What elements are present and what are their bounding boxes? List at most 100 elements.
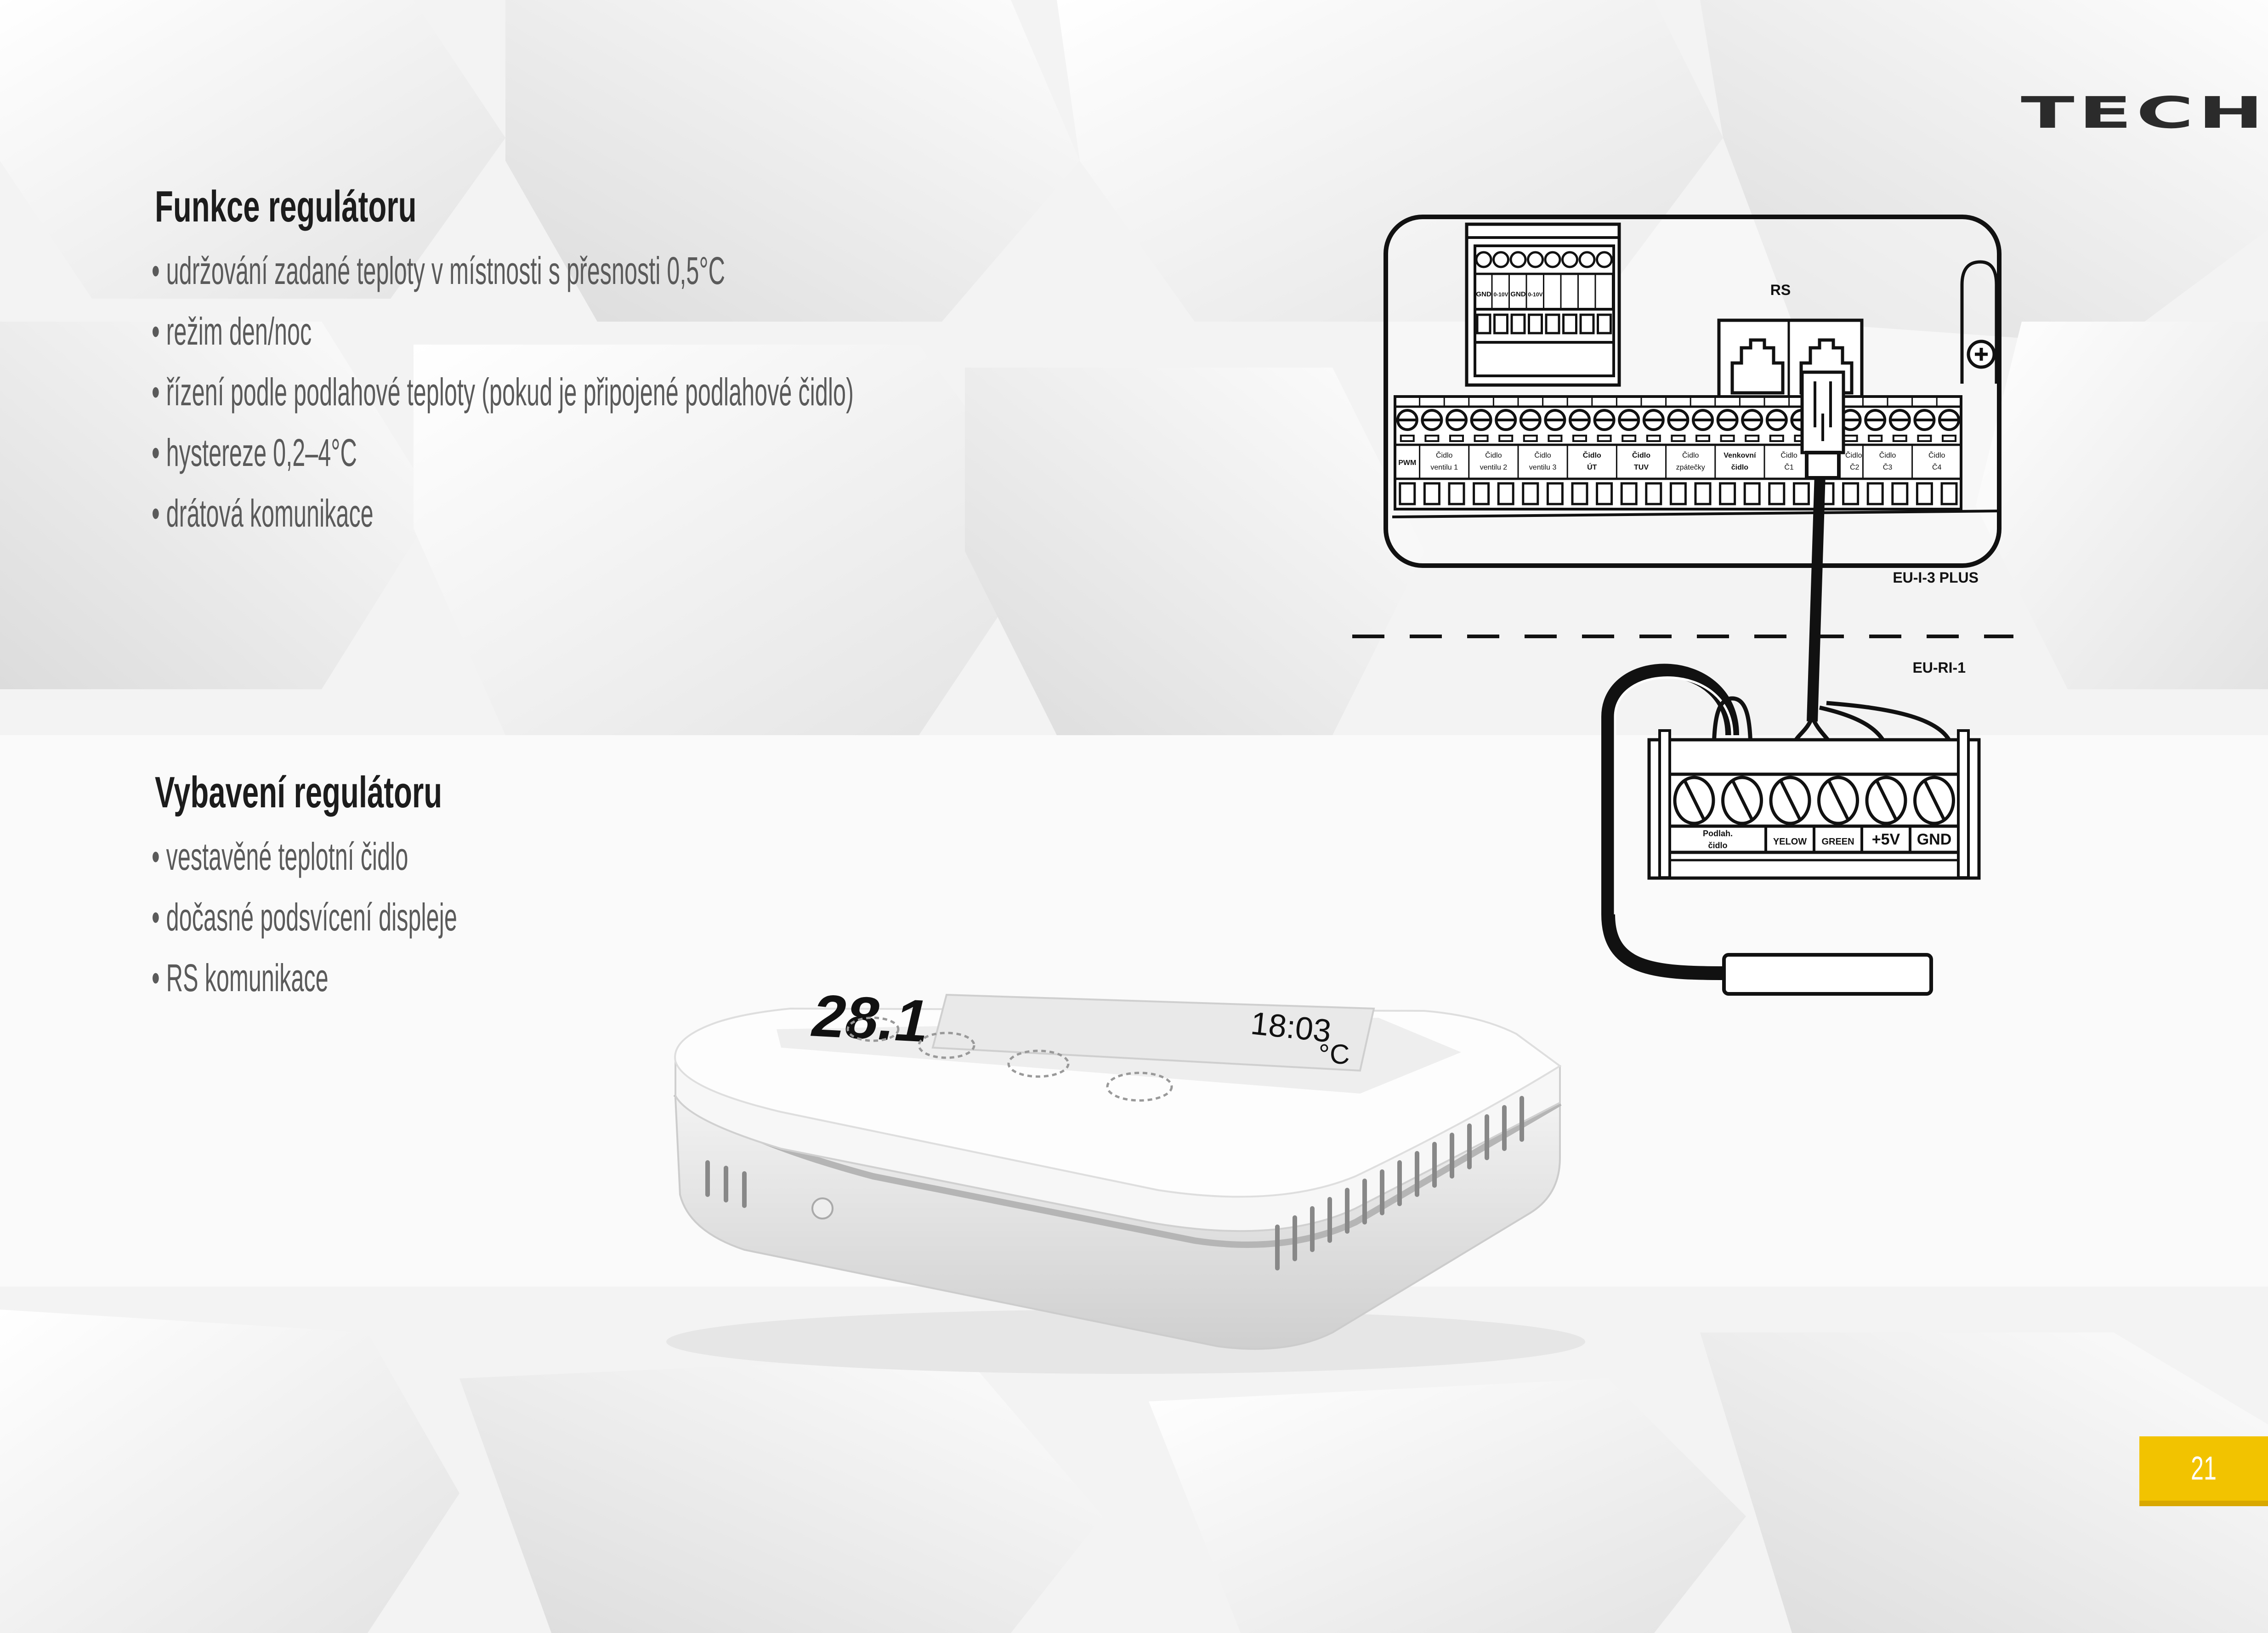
terminal-label: Čidlo — [1583, 451, 1601, 459]
terminal-clamp — [1597, 313, 1612, 335]
list-item: RS komunikace — [152, 947, 457, 1008]
list-item: režim den/noc — [152, 301, 854, 362]
terminal-screw-icon — [1544, 251, 1561, 268]
terminal-clamp — [1448, 482, 1465, 505]
module-terminal-label: 0-10V — [1493, 291, 1508, 298]
list-item: udržování zadané teploty v místnosti s p… — [152, 240, 854, 301]
terminal-clamp — [1940, 482, 1958, 505]
module-terminal-label: GND — [1510, 290, 1526, 298]
thermostat-picture: 28.1 18:03 °C — [666, 982, 1585, 1374]
terminal-label: ventilu 3 — [1529, 464, 1557, 471]
terminal-clamp — [1916, 482, 1933, 505]
terminal-screw-icon — [1578, 251, 1596, 268]
module-terminal-label: 0-10V — [1528, 291, 1542, 298]
terminal-label: Podlah. — [1703, 829, 1733, 838]
terminal-clamp — [1768, 482, 1786, 505]
terminal-clamp — [1669, 482, 1687, 505]
terminal-label: PWM — [1398, 459, 1416, 467]
terminal-label: zpátečky — [1676, 464, 1705, 471]
controller-name: EU-I-3 PLUS — [1893, 569, 1979, 586]
terminal-clamp — [1579, 313, 1595, 335]
terminal-screw-icon — [1492, 251, 1509, 268]
housing-screw — [811, 1197, 833, 1219]
terminal-clamp — [1399, 482, 1416, 505]
terminal-label: Čidlo — [1845, 451, 1862, 459]
module-name: EU-RI-1 — [1912, 659, 1966, 676]
plus-button[interactable] — [1007, 1049, 1070, 1078]
list-item: vestavěné teplotní čidlo — [152, 826, 457, 887]
terminal-label: ÚT — [1587, 463, 1597, 471]
ventilation-slots — [705, 1096, 1524, 1270]
terminal-screw-icon — [1596, 251, 1613, 268]
terminal-label: +5V — [1872, 831, 1900, 848]
page-number-text: 21 — [2190, 1450, 2217, 1487]
list-item: řízení podle podlahové teploty (pokud je… — [152, 362, 854, 422]
terminal-clamp — [1476, 313, 1491, 335]
terminal-clamp — [1842, 482, 1860, 505]
terminal-clamp — [1792, 482, 1810, 505]
list-item: drátová komunikace — [152, 483, 854, 544]
equipment-list: vestavěné teplotní čidlo dočasné podsvíc… — [152, 826, 661, 1008]
terminal-label: YELOW — [1773, 837, 1807, 847]
lcd-unit: °C — [1319, 1039, 1349, 1070]
terminal-label: Čidlo — [1928, 451, 1945, 459]
minus-button[interactable] — [918, 1032, 975, 1059]
terminal-screw-icon — [1475, 251, 1492, 268]
terminal-label: čidlo — [1731, 464, 1749, 471]
lcd-time: 18:03 — [1249, 1005, 1332, 1049]
terminal-clamp — [1528, 313, 1543, 335]
terminal-clamp — [1473, 482, 1490, 505]
terminal-clamp — [1891, 482, 1909, 505]
list-item: dočasné podsvícení displeje — [152, 887, 457, 947]
terminal-clamp — [1866, 482, 1884, 505]
rs-plug — [1800, 370, 1845, 454]
page-number: 21 — [2139, 1436, 2268, 1506]
terminal-label: Č3 — [1883, 463, 1893, 471]
rj-socket-icon — [1799, 338, 1854, 395]
terminal-screw-icon — [1561, 251, 1578, 268]
terminal-clamp — [1694, 482, 1712, 505]
terminal-label: Čidlo — [1534, 451, 1551, 459]
terminal-label: Čidlo — [1436, 451, 1453, 459]
terminal-clamp — [1596, 482, 1613, 505]
lcd-temperature: 28.1 — [805, 982, 937, 1055]
floor-sensor-probe — [1722, 953, 1933, 996]
terminal-screw-icon — [1527, 251, 1544, 268]
terminal-clamp — [1497, 482, 1514, 505]
terminal-label: Čidlo — [1682, 451, 1699, 459]
rs-cable — [1807, 459, 1826, 722]
mode-button[interactable] — [846, 1016, 900, 1042]
equipment-heading: Vybavení regulátoru — [155, 768, 442, 817]
terminal-block: Podlah. čidlo YELOW GREEN +5V GND — [1647, 729, 1981, 880]
terminal-clamp — [1522, 482, 1539, 505]
terminal-clamp — [1571, 482, 1588, 505]
module-terminal-label: GND — [1476, 290, 1491, 298]
terminal-label: ventilu 2 — [1480, 464, 1508, 471]
functions-heading: Funkce regulátoru — [155, 182, 417, 231]
terminal-label: GREEN — [1821, 837, 1854, 847]
terminal-clamp — [1620, 482, 1638, 505]
terminal-clamp — [1423, 482, 1440, 505]
terminal-label: Čidlo — [1632, 451, 1650, 459]
terminal-clamp — [1719, 482, 1736, 505]
terminal-clamp — [1562, 313, 1577, 335]
wires — [1712, 696, 1955, 754]
terminal-clamp — [1546, 482, 1564, 505]
rj-socket-icon — [1730, 338, 1785, 395]
terminal-label: čidlo — [1708, 841, 1727, 850]
terminal-screw-icon — [1509, 251, 1527, 268]
terminal-clamp — [1645, 482, 1662, 505]
terminal-label: GND — [1917, 831, 1952, 848]
terminal-label: Č2 — [1850, 463, 1860, 471]
terminal-label: TUV — [1634, 464, 1649, 471]
functions-list: udržování zadané teploty v místnosti s p… — [152, 240, 1321, 544]
terminal-label: Čidlo — [1780, 451, 1797, 459]
terminal-label: Č1 — [1784, 463, 1794, 471]
menu-button[interactable] — [1106, 1072, 1173, 1102]
terminal-label: ventilu 1 — [1430, 464, 1458, 471]
terminal-label: Čidlo — [1879, 451, 1896, 459]
terminal-label: Č4 — [1932, 463, 1942, 471]
terminal-label: Venkovní — [1724, 452, 1756, 459]
